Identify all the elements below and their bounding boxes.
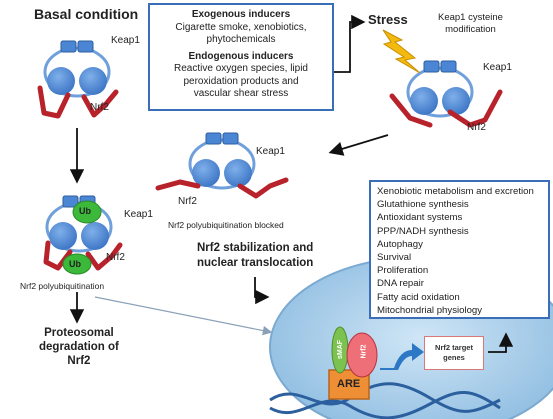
- ubiquitin-icon: [72, 200, 102, 224]
- keap1-cysteine-line: Keap1 cysteine: [438, 12, 503, 23]
- target-process-item: DNA repair: [377, 278, 424, 290]
- proteosomal-degradation-label: Proteosomal degradation of Nrf2: [39, 326, 119, 368]
- target-genes-line: Nrf2 target: [435, 343, 473, 352]
- keap1-label: Keap1: [483, 62, 512, 73]
- target-genes-line: genes: [443, 353, 465, 362]
- stabilization-line: nuclear translocation: [197, 256, 314, 269]
- target-process-item: Proliferation: [377, 265, 429, 277]
- target-process-item: Glutathione synthesis: [377, 199, 469, 211]
- target-process-item: Survival: [377, 252, 412, 264]
- nrf2-chain: [389, 89, 503, 128]
- inducers-box: Exogenous inducers Cigarette smoke, xeno…: [148, 3, 334, 111]
- keap1-label: Keap1: [256, 146, 285, 157]
- stress-label: Stress: [368, 12, 408, 27]
- endogenous-line: peroxidation products and: [183, 75, 299, 87]
- arrow-polyubiquitination-to-nucleus: [94, 296, 273, 336]
- keap1-cysteine-line: modification: [445, 24, 496, 35]
- keap1-label: Keap1: [124, 209, 153, 220]
- dna-strand: [269, 382, 501, 413]
- smaf-label: sMAF: [337, 339, 345, 360]
- ubiquitin-label: Ub: [69, 259, 81, 269]
- target-process-item: Fatty acid oxidation: [377, 291, 460, 303]
- endogenous-line: vascular shear stress: [193, 88, 289, 99]
- proteosomal-line: Proteosomal: [44, 327, 114, 339]
- nrf2-label: Nrf2: [178, 196, 197, 207]
- nrf2-label: Nrf2: [90, 102, 109, 113]
- endogenous-line: Reactive oxygen species, lipid: [174, 63, 308, 74]
- nrf2-nucleus-label: Nrf2: [360, 344, 368, 359]
- target-process-item: PPP/NADH synthesis: [377, 225, 469, 237]
- polyubiquitination-blocked-caption: Nrf2 polyubiquitination blocked: [168, 220, 284, 230]
- target-genes-arrow: [380, 343, 424, 370]
- target-process-item: Xenobiotic metabolism and excretion: [377, 186, 534, 197]
- exogenous-title: Exogenous inducers: [191, 9, 291, 20]
- ubiquitin-icon: [62, 253, 92, 275]
- target-genes-box: Nrf2 target genes: [424, 336, 484, 370]
- nrf2-label: Nrf2: [106, 252, 125, 263]
- nrf2-nucleus-protein: [346, 332, 378, 378]
- ubiquitin-label: Ub: [79, 206, 91, 216]
- stabilization-label: Nrf2 stabilization and nuclear transloca…: [197, 241, 313, 270]
- target-processes-box: Xenobiotic metabolism and excretion Glut…: [369, 180, 550, 319]
- keap1-nrf2-complex-blocked: [188, 131, 256, 190]
- exogenous-line: Cigarette smoke, xenobiotics,: [175, 21, 307, 33]
- dna-strand: [269, 391, 501, 419]
- keap1-cysteine-label: Keap1 cysteine modification: [438, 12, 503, 36]
- endogenous-title: Endogenous inducers: [188, 50, 294, 62]
- exogenous-line: phytochemicals: [206, 34, 276, 45]
- arrow-inducers-to-stress: [334, 14, 366, 73]
- keap1-label: Keap1: [111, 35, 140, 46]
- stabilization-line: Nrf2 stabilization and: [197, 242, 314, 254]
- basal-condition-title: Basal condition: [34, 6, 139, 22]
- nrf2-chain: [155, 177, 289, 199]
- arrow-genes-to-processes: [488, 332, 514, 353]
- nrf2-chain: [37, 85, 119, 119]
- nrf2-label: Nrf2: [467, 122, 486, 133]
- arrow-stress-to-blocked: [328, 134, 389, 156]
- keap1-nrf2-complex-stress: [406, 59, 474, 118]
- polyubiquitination-caption: Nrf2 polyubiquitination: [20, 281, 105, 291]
- stress-lightning-icon: [382, 29, 421, 74]
- proteosomal-line: Nrf2: [67, 355, 91, 367]
- are-label: ARE: [337, 378, 361, 390]
- arrow-stabilization-to-nucleus: [254, 277, 270, 305]
- proteosomal-line: degradation of: [39, 341, 119, 353]
- target-process-item: Antioxidant systems: [377, 212, 463, 224]
- target-process-item: Mitochondrial physiology: [377, 304, 483, 316]
- target-process-item: Autophagy: [377, 238, 423, 250]
- keap1-nrf2-complex-basal: [43, 39, 111, 98]
